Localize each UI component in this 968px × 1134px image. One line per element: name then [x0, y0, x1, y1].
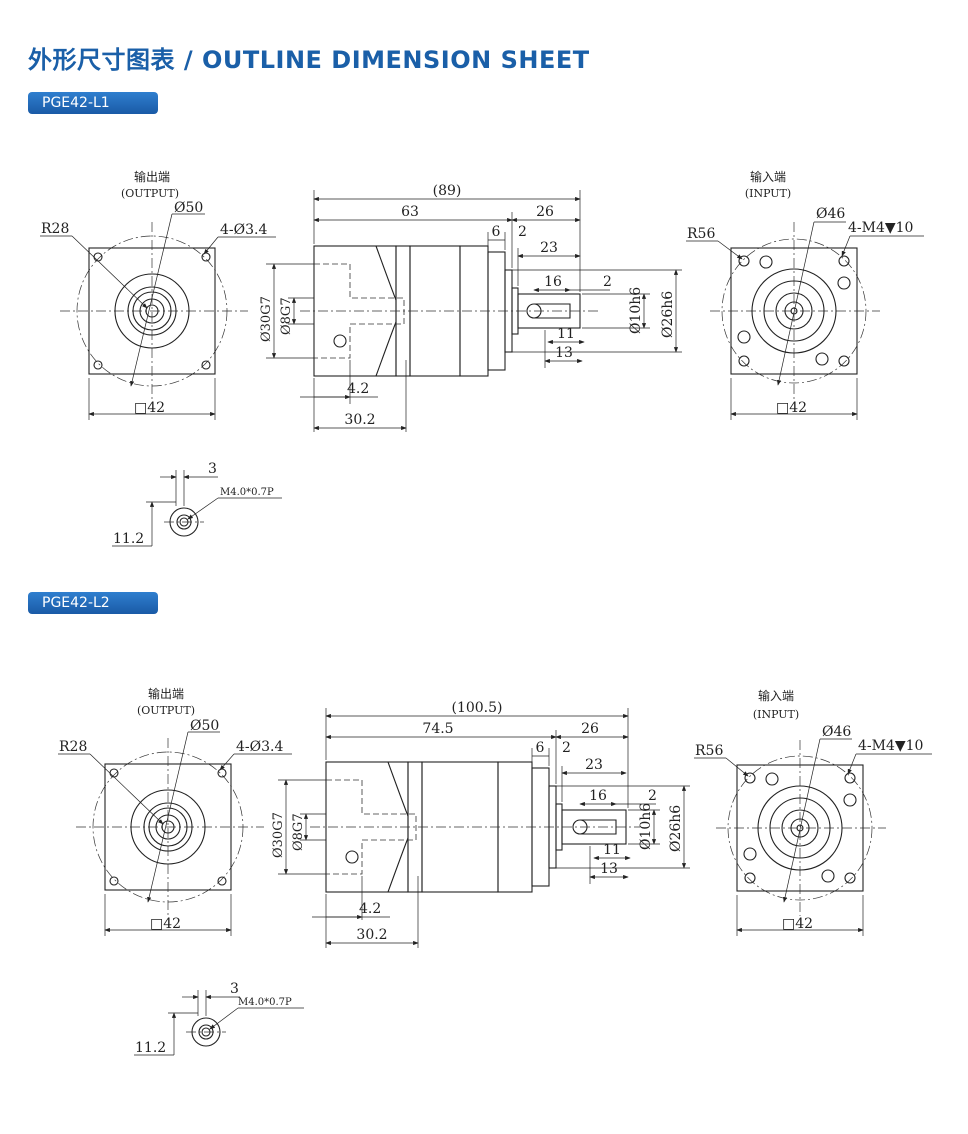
- dim-11: 11: [603, 842, 621, 858]
- dim-2b: 2: [603, 274, 612, 290]
- output-pcd: Ø50: [174, 200, 203, 216]
- body-length: 63: [401, 204, 419, 220]
- side-view-l2: (100.5) 74.5 26 6 2 23 16 2: [271, 700, 690, 948]
- input-pcd: Ø46: [822, 724, 851, 740]
- detail-l1: 3 M4.0*0.7P 11.2: [112, 461, 282, 547]
- section-l2: 输出端 (OUTPUT) R28 Ø50: [58, 686, 932, 1056]
- output-square: □42: [150, 916, 181, 932]
- dim-2a: 2: [562, 740, 571, 756]
- dim-23: 23: [540, 240, 558, 256]
- output-label-cn: 输出端: [134, 169, 170, 184]
- output-view-l2: 输出端 (OUTPUT) R28 Ø50: [58, 686, 292, 936]
- dim-23: 23: [585, 757, 603, 773]
- output-holes: 4-Ø3.4: [236, 739, 283, 755]
- input-square: □42: [782, 916, 813, 932]
- input-label-cn: 输入端: [758, 688, 794, 703]
- input-radius: R56: [687, 226, 715, 242]
- detail-dim-11-2: 11.2: [113, 531, 144, 547]
- output-radius: R28: [59, 739, 87, 755]
- input-label-en: (INPUT): [753, 708, 799, 721]
- dim-2b: 2: [648, 788, 657, 804]
- input-label-cn: 输入端: [750, 169, 786, 184]
- dim-13: 13: [555, 345, 573, 361]
- detail-l2: 3 M4.0*0.7P 11.2: [134, 981, 304, 1056]
- shaft-length: 26: [536, 204, 554, 220]
- output-holes: 4-Ø3.4: [220, 222, 267, 238]
- shaft-length: 26: [581, 721, 599, 737]
- output-radius: R28: [41, 221, 69, 237]
- detail-dim-11-2: 11.2: [135, 1040, 166, 1056]
- input-label-en: (INPUT): [745, 187, 791, 200]
- dim-4-2: 4.2: [347, 381, 369, 397]
- detail-thread: M4.0*0.7P: [238, 997, 292, 1008]
- shaft-diameter: Ø10h6: [638, 803, 654, 850]
- bore-diameter-30: Ø30G7: [259, 296, 274, 342]
- pilot-diameter: Ø26h6: [668, 805, 684, 852]
- dim-16: 16: [544, 274, 562, 290]
- output-label-en: (OUTPUT): [121, 187, 179, 200]
- input-radius: R56: [695, 743, 723, 759]
- output-view-l1: 输出端 (OUTPUT) R28 Ø50: [40, 169, 276, 420]
- input-view-l2: 输入端 (INPUT) R: [694, 688, 932, 936]
- dim-2a: 2: [518, 224, 527, 240]
- page-title: 外形尺寸图表 / OUTLINE DIMENSION SHEET: [28, 46, 590, 74]
- pilot-diameter: Ø26h6: [660, 291, 676, 338]
- model-badge-l1: PGE42-L1: [28, 92, 158, 114]
- dim-4-2: 4.2: [359, 901, 381, 917]
- detail-dim-3: 3: [230, 981, 239, 997]
- output-pcd: Ø50: [190, 718, 219, 734]
- dim-30-2: 30.2: [356, 927, 387, 943]
- bore-diameter-30: Ø30G7: [271, 812, 286, 858]
- total-length: (89): [433, 183, 462, 199]
- shaft-diameter: Ø10h6: [628, 287, 644, 334]
- output-square: □42: [134, 400, 165, 416]
- detail-thread: M4.0*0.7P: [220, 487, 274, 498]
- dim-16: 16: [589, 788, 607, 804]
- input-view-l1: 输入端 (INPUT) R: [686, 169, 924, 420]
- dim-11: 11: [557, 326, 575, 342]
- model-badge-l2: PGE42-L2: [28, 592, 158, 614]
- dim-6: 6: [536, 740, 545, 756]
- input-square: □42: [776, 400, 807, 416]
- dim-13: 13: [600, 861, 618, 877]
- output-label-en: (OUTPUT): [137, 704, 195, 717]
- bore-diameter-8: Ø8G7: [291, 813, 306, 851]
- detail-dim-3: 3: [208, 461, 217, 477]
- dim-6: 6: [492, 224, 501, 240]
- body-length: 74.5: [422, 721, 453, 737]
- side-view-l1: (89) 63 26 6 2 23 16 2 11: [259, 183, 682, 432]
- total-length: (100.5): [451, 700, 502, 716]
- bore-diameter-8: Ø8G7: [279, 297, 294, 335]
- output-label-cn: 输出端: [148, 686, 184, 701]
- input-holes: 4-M4▼10: [848, 220, 913, 236]
- input-holes: 4-M4▼10: [858, 738, 923, 754]
- input-pcd: Ø46: [816, 206, 845, 222]
- section-l1: 输出端 (OUTPUT) R28 Ø50: [40, 169, 924, 547]
- dim-30-2: 30.2: [344, 412, 375, 428]
